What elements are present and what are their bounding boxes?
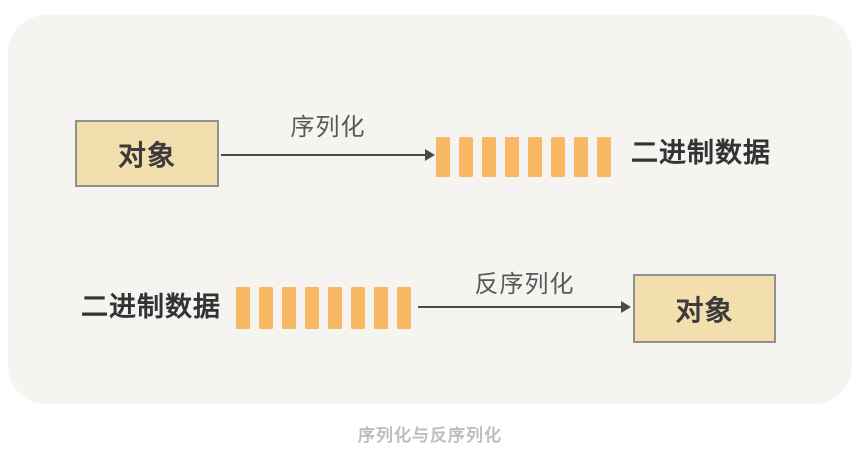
binary-bar — [482, 137, 496, 177]
object-box-source: 对象 — [75, 120, 219, 187]
binary-bar — [305, 287, 319, 329]
serialize-arrow-line — [221, 154, 425, 156]
serialize-arrowhead-icon — [425, 149, 435, 161]
binary-bar — [574, 137, 588, 177]
binary-bar — [328, 287, 342, 329]
binary-bar — [259, 287, 273, 329]
serialize-arrow-label: 序列化 — [290, 114, 366, 141]
binary-data-label-bottom: 二进制数据 — [81, 292, 221, 322]
binary-data-label-top: 二进制数据 — [631, 138, 771, 168]
binary-bar — [505, 137, 519, 177]
binary-bar — [528, 137, 542, 177]
binary-bar — [236, 287, 250, 329]
binary-bar — [597, 137, 611, 177]
binary-bars-top — [436, 137, 611, 177]
binary-bars-bottom — [236, 287, 411, 329]
binary-bar — [436, 137, 450, 177]
diagram-caption: 序列化与反序列化 — [358, 426, 502, 445]
binary-bar — [459, 137, 473, 177]
diagram-card: 对象 序列化 二进制数据 二进制数据 反序列化 对象 — [8, 15, 852, 404]
binary-bar — [551, 137, 565, 177]
deserialize-arrow-line — [418, 306, 621, 308]
object-box-result: 对象 — [633, 274, 776, 343]
deserialize-arrow-label: 反序列化 — [474, 271, 575, 298]
binary-bar — [397, 287, 411, 329]
binary-bar — [282, 287, 296, 329]
binary-bar — [351, 287, 365, 329]
binary-bar — [374, 287, 388, 329]
deserialize-arrowhead-icon — [621, 301, 631, 313]
